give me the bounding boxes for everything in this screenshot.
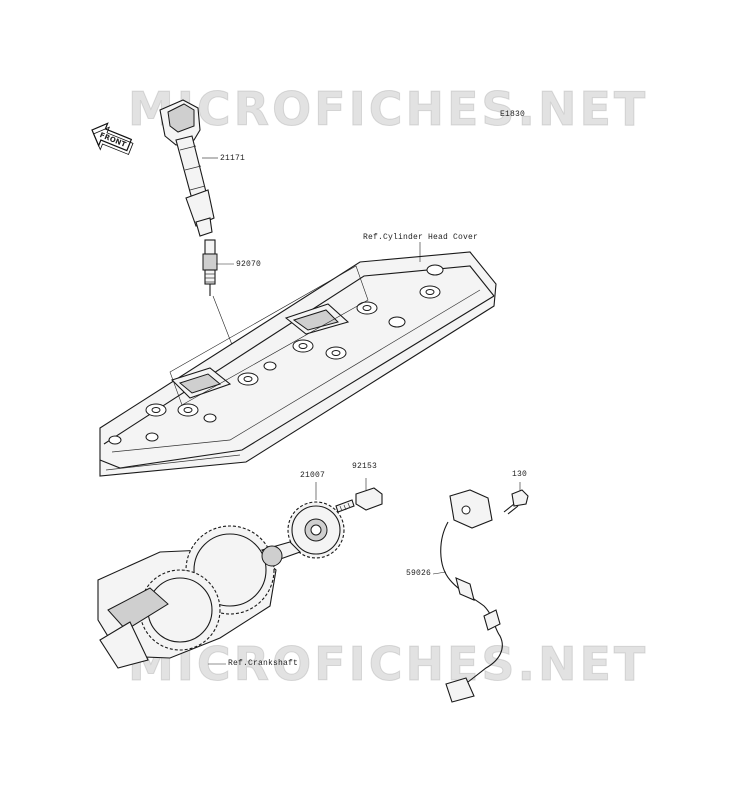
cylinder-head-cover-icon	[99, 251, 497, 477]
part-label-21171[interactable]: 21171	[220, 154, 246, 163]
flange-bolt-icon	[503, 489, 529, 515]
front-arrow-icon	[91, 122, 134, 155]
part-label-21007[interactable]: 21007	[300, 471, 326, 480]
ref-crankshaft-label: Ref.Crankshaft	[228, 659, 299, 668]
watermark-top: MICROFICHES.NET	[127, 82, 649, 137]
part-label-59026[interactable]: 59026	[406, 569, 432, 578]
part-label-92153[interactable]: 92153	[352, 462, 378, 471]
crankshaft-icon	[97, 525, 302, 669]
spark-plug-icon	[202, 239, 218, 296]
rotor-gear-icon	[287, 501, 345, 559]
ignition-coil-icon	[159, 99, 215, 237]
part-label-92070[interactable]: 92070	[236, 260, 262, 269]
crank-sensor-icon	[440, 489, 503, 703]
diagram-id: E1830	[500, 110, 526, 119]
part-label-130[interactable]: 130	[512, 470, 528, 479]
bolt-icon	[335, 487, 383, 513]
ref-head-cover-label: Ref.Cylinder Head Cover	[363, 233, 479, 242]
